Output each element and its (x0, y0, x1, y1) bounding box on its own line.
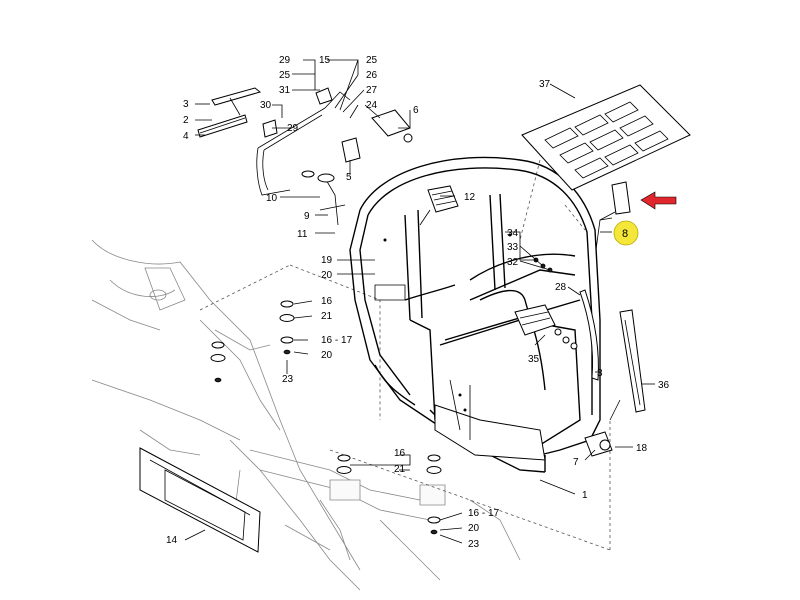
label-16b: 16 (394, 448, 406, 459)
label-29a: 29 (279, 55, 291, 66)
label-21a: 21 (321, 311, 333, 322)
label-18: 18 (636, 443, 648, 454)
part-5-handle (341, 137, 361, 163)
label-20b: 20 (321, 350, 333, 361)
chassis-background (91, 239, 521, 591)
part-29-latch (262, 119, 278, 138)
red-arrow-icon (640, 191, 677, 210)
part-9-11-rod (301, 170, 346, 226)
cab-frame (349, 156, 601, 473)
label-14: 14 (166, 535, 178, 546)
label-32: 32 (507, 257, 519, 268)
label-11: 11 (297, 229, 308, 240)
part-14-plate (139, 447, 261, 553)
label-1: 1 (582, 490, 588, 501)
mount-stack-left (210, 300, 295, 383)
label-1617a: 16 - 17 (321, 335, 353, 346)
part-1-4-wiper-assembly (197, 87, 262, 138)
highlight-arrow (640, 191, 677, 210)
part-8-mirror (595, 181, 631, 251)
label-35: 35 (528, 354, 540, 365)
label-36: 36 (658, 380, 670, 391)
highlight-circle-marker (613, 220, 639, 246)
part-15-trim (315, 87, 351, 109)
label-25b: 25 (279, 70, 291, 81)
label-24: 24 (366, 100, 378, 111)
label-9: 9 (304, 211, 310, 222)
label-29b: 29 (287, 123, 299, 134)
label-5: 5 (346, 172, 352, 183)
part-36-wiper (609, 309, 646, 421)
label-2: 2 (183, 115, 189, 126)
label-27: 27 (366, 85, 378, 96)
label-23b: 23 (468, 539, 480, 550)
label-23a: 23 (282, 374, 294, 385)
part-28-glass-strip (579, 289, 599, 381)
part-labels: 29 15 25 25 26 31 27 30 24 6 29 3 2 4 5 … (166, 55, 670, 550)
label-3b: 3 (597, 368, 603, 379)
label-4: 4 (183, 131, 189, 142)
label-26: 26 (366, 70, 378, 81)
label-12: 12 (464, 192, 476, 203)
label-19: 19 (321, 255, 333, 266)
part-18-bracket (584, 431, 613, 457)
highlight-circle (613, 220, 639, 246)
label-21b: 21 (394, 464, 406, 475)
part-37-roof-panel (521, 84, 691, 191)
label-16a: 16 (321, 296, 333, 307)
label-8: 8 (622, 228, 628, 240)
label-25a: 25 (366, 55, 378, 66)
label-7: 7 (573, 457, 579, 468)
label-30: 30 (260, 100, 272, 111)
label-37: 37 (539, 79, 551, 90)
label-33: 33 (507, 242, 519, 253)
label-31: 31 (279, 85, 291, 96)
leader-lines (184, 59, 655, 544)
label-3a: 3 (183, 99, 189, 110)
label-28: 28 (555, 282, 567, 293)
label-20c: 20 (468, 523, 480, 534)
part-35-lock (514, 304, 578, 350)
label-10: 10 (266, 193, 278, 204)
label-15: 15 (319, 55, 331, 66)
label-20a: 20 (321, 270, 333, 281)
part-10-door-seal (256, 107, 326, 196)
part-12-fan-unit (419, 185, 459, 226)
part-6-latch (371, 109, 413, 143)
label-6: 6 (413, 105, 419, 116)
label-1617b: 16 - 17 (468, 508, 500, 519)
label-34: 34 (507, 228, 519, 239)
mount-stack-bottom (336, 454, 442, 535)
